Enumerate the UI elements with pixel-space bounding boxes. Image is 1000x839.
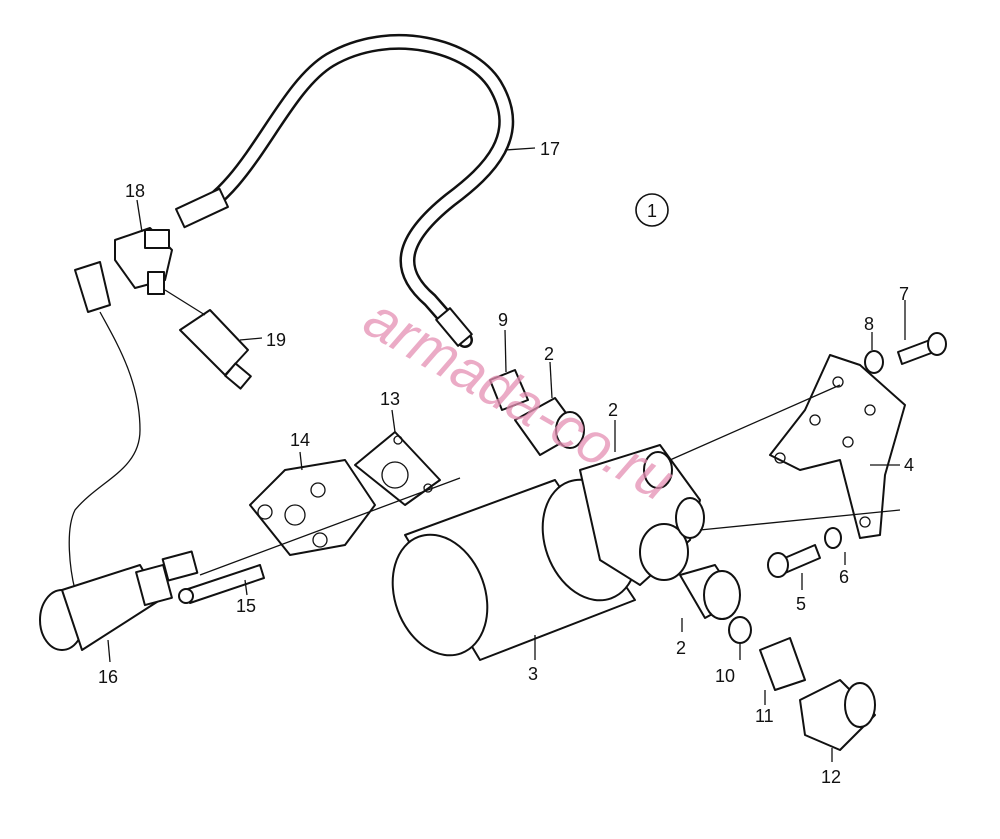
washer-8 xyxy=(864,350,884,374)
fitting-11 xyxy=(759,637,806,691)
label-6: 6 xyxy=(839,567,849,587)
label-10: 10 xyxy=(715,666,735,686)
label-18: 18 xyxy=(125,181,145,201)
sensor-16 xyxy=(39,261,199,651)
svg-text:1: 1 xyxy=(647,201,657,221)
label-17: 17 xyxy=(540,139,560,159)
hose-17 xyxy=(175,34,515,348)
cap-12 xyxy=(799,679,876,751)
elbow-fitting-18 xyxy=(114,227,173,295)
label-15: 15 xyxy=(236,596,256,616)
label-19: 19 xyxy=(266,330,286,350)
label-4: 4 xyxy=(904,455,914,475)
bolt-15 xyxy=(178,564,265,604)
bolt-5 xyxy=(767,544,821,578)
fitting-2-lower xyxy=(679,564,741,620)
label-13: 13 xyxy=(380,389,400,409)
label-12: 12 xyxy=(821,767,841,787)
fitting-9 xyxy=(489,369,529,411)
part-labels: 17 18 19 16 15 14 13 9 2 2 3 2 7 8 4 6 5… xyxy=(98,139,914,787)
leader-lines xyxy=(107,147,906,762)
label-9: 9 xyxy=(498,310,508,330)
washer-10 xyxy=(728,616,752,644)
callout-1: 1 xyxy=(635,193,669,227)
label-2b: 2 xyxy=(608,400,618,420)
label-3: 3 xyxy=(528,664,538,684)
label-2a: 2 xyxy=(544,344,554,364)
block-14 xyxy=(249,459,376,556)
bolt-7 xyxy=(897,332,947,365)
filter-head xyxy=(579,444,705,586)
label-16: 16 xyxy=(98,667,118,687)
label-2c: 2 xyxy=(676,638,686,658)
washer-6 xyxy=(824,527,842,549)
bracket-4 xyxy=(769,354,906,539)
fitting-2-upper xyxy=(514,397,585,456)
label-7: 7 xyxy=(899,284,909,304)
sensor-19 xyxy=(164,289,252,390)
label-11: 11 xyxy=(755,706,774,726)
label-14: 14 xyxy=(290,430,310,450)
label-8: 8 xyxy=(864,314,874,334)
label-5: 5 xyxy=(796,594,806,614)
